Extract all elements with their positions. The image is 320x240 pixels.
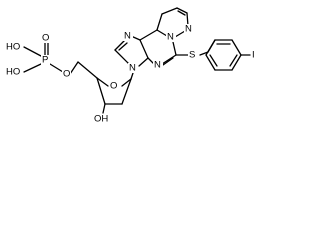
bond-c6-n1 — [156, 29, 168, 37]
bond-c3-c4 — [96, 77, 106, 105]
atom-phosphate-p: P — [42, 55, 48, 66]
bond-cb-cb2-double — [177, 10, 186, 16]
atom-n3: N — [154, 60, 161, 71]
bond-o4-c1 — [121, 78, 132, 87]
bond-ch2-c4 — [77, 61, 98, 79]
bond-c1-c2 — [121, 78, 132, 105]
chemical-structure: O P HO HO O O OH N N N N N S I — [5, 7, 257, 125]
atom-phosphate-ho-top: HO — [6, 42, 20, 53]
atom-iodine: I — [252, 50, 255, 61]
bond-c3-oh — [102, 103, 106, 114]
bond-ar-5 — [205, 54, 216, 71]
bond-ca-cb — [161, 7, 178, 15]
bond-c4-o4 — [96, 77, 109, 87]
bond-n9-c4 — [138, 57, 149, 67]
bond-c2-n3-double — [162, 57, 174, 66]
atom-phosphate-ho-bottom: HO — [6, 67, 20, 78]
bond-c6-ca — [156, 13, 163, 31]
bond-ar-inner-2 — [229, 54, 238, 67]
bond-ar-3 — [231, 54, 242, 71]
atom-phosphate-o-ester: O — [63, 69, 70, 80]
bond-s-ch2 — [199, 51, 209, 56]
bond-ar-inner-3 — [209, 54, 218, 67]
bond-c4-c5 — [139, 39, 149, 59]
bond-nimid-n1 — [174, 30, 186, 38]
atom-ring-o: O — [110, 81, 117, 92]
atom-n7: N — [124, 31, 131, 42]
bond-ar-6 — [205, 39, 216, 56]
bond-o-ch2 — [69, 61, 79, 75]
bond-c8-n7 — [114, 39, 126, 51]
bond-p-ho-bottom — [23, 63, 42, 73]
bond-n1-c2 — [172, 41, 177, 56]
bond-ar-2 — [231, 39, 242, 56]
atom-phosphate-o-double: O — [42, 33, 49, 44]
bond-cb2-nimid — [186, 12, 189, 27]
atom-labels: O P HO HO O O OH N N N N N S I — [5, 24, 257, 125]
atom-hydroxyl: OH — [94, 114, 108, 125]
atom-imidazole-n: N — [185, 24, 192, 35]
bond-n9-c8 — [114, 49, 130, 65]
bond-c1-n9 — [130, 72, 134, 80]
bond-c8-n7-double — [118, 42, 128, 51]
bond-c2-n3 — [161, 54, 177, 65]
atom-n1: N — [167, 32, 174, 43]
bond-cb-cb2 — [176, 7, 188, 14]
bond-p-o-ester — [49, 63, 64, 73]
bonds — [23, 7, 251, 114]
atom-n9: N — [129, 63, 136, 74]
bond-p-ho-top — [23, 46, 42, 57]
bond-c5-c6 — [139, 29, 158, 41]
atom-sulfur: S — [189, 50, 195, 61]
